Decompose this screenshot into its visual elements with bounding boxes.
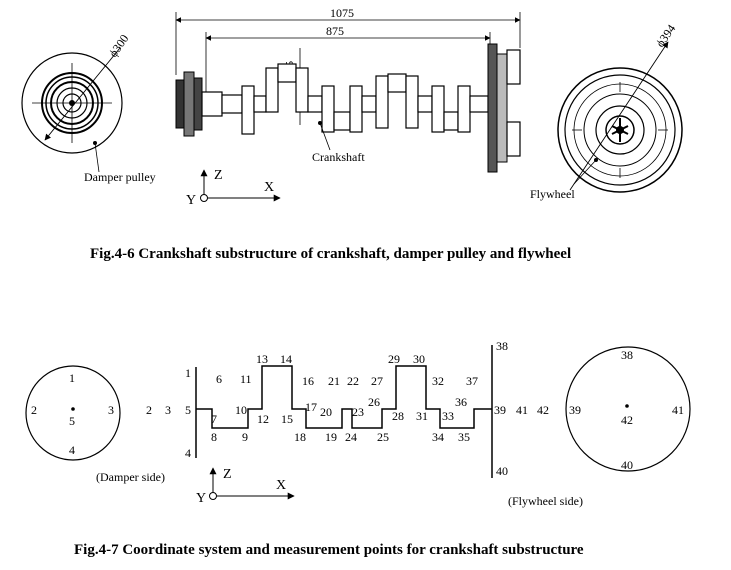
crank-point-9: 9 (242, 430, 248, 444)
crank-point-20: 20 (320, 405, 332, 419)
damper-diameter-label: ϕ300 (106, 32, 131, 60)
crank-point-14: 14 (280, 352, 292, 366)
damper-pulley-label: Damper pulley (84, 170, 156, 184)
crank-point-35: 35 (458, 430, 470, 444)
crank-point-29: 29 (388, 352, 400, 366)
flywheel-point-40: 40 (621, 458, 633, 472)
crank-point-22: 22 (347, 374, 359, 388)
fig7-axis-z: Z (223, 467, 232, 482)
fig7-flywheel-side-view: 38 39 40 41 42 (Flywheel side) (508, 346, 691, 508)
right-point-41: 41 (516, 403, 528, 417)
crank-point-8: 8 (211, 430, 217, 444)
damper-side-label: (Damper side) (96, 470, 165, 484)
crank-point-32: 32 (432, 374, 444, 388)
left-point-5: 5 (185, 403, 191, 417)
crank-point-36: 36 (455, 395, 467, 409)
crank-point-37: 37 (466, 374, 478, 388)
flywheel-point-42: 42 (621, 413, 633, 427)
flywheel-point-39: 39 (569, 403, 581, 417)
right-point-39: 39 (494, 403, 506, 417)
crank-point-16: 16 (302, 374, 314, 388)
crank-point-28: 28 (392, 409, 404, 423)
dimension-inner-label: 875 (326, 24, 344, 38)
fig6-caption: Fig.4-6 Crankshaft substructure of crank… (90, 246, 571, 262)
fig7-axis-y: Y (196, 491, 206, 506)
right-point-42: 42 (537, 403, 549, 417)
fig6-flywheel-view: ϕ394 Flywheel (530, 22, 683, 201)
crank-profile (196, 365, 492, 429)
fig6-crankshaft-side-view: 1075 875 65 Crankshaft (175, 6, 521, 208)
crank-point-17: 17 (305, 400, 317, 414)
crank-point-10: 10 (235, 403, 247, 417)
left-point-3: 3 (165, 403, 171, 417)
fig6-axis-z: Z (214, 168, 223, 183)
flange-point-4: 4 (185, 446, 191, 460)
fig7-caption: Fig.4-7 Coordinate system and measuremen… (74, 542, 584, 558)
fig6-axis-y: Y (186, 193, 196, 208)
damper-point-2: 2 (31, 403, 37, 417)
flywheel-flange-point-40: 40 (496, 464, 508, 478)
damper-point-3: 3 (108, 403, 114, 417)
damper-point-4: 4 (69, 443, 75, 457)
flywheel-label: Flywheel (530, 187, 575, 201)
crank-point-19: 19 (325, 430, 337, 444)
crank-point-23: 23 (352, 405, 364, 419)
crank-point-27: 27 (371, 374, 383, 388)
crank-point-7: 7 (211, 412, 217, 426)
crank-point-13: 13 (256, 352, 268, 366)
fig6-damper-pulley-view: ϕ300 Damper pulley (21, 32, 156, 184)
crank-point-34: 34 (432, 430, 444, 444)
damper-point-1: 1 (69, 371, 75, 385)
crank-point-6: 6 (216, 372, 222, 386)
crank-point-31: 31 (416, 409, 428, 423)
left-point-2: 2 (146, 403, 152, 417)
crank-point-18: 18 (294, 430, 306, 444)
crank-point-24: 24 (345, 430, 357, 444)
crank-point-11: 11 (240, 372, 252, 386)
crankshaft-label: Crankshaft (312, 150, 365, 164)
crank-point-12: 12 (257, 412, 269, 426)
fig6-axis-x: X (264, 180, 274, 195)
damper-point-5: 5 (69, 414, 75, 428)
fig7-damper-side-view: 1 2 3 4 5 (Damper side) (25, 365, 165, 484)
crank-point-15: 15 (281, 412, 293, 426)
flywheel-point-41: 41 (672, 403, 684, 417)
flywheel-flange-point-38: 38 (496, 339, 508, 353)
crank-point-30: 30 (413, 352, 425, 366)
crank-point-21: 21 (328, 374, 340, 388)
flange-point-1: 1 (185, 366, 191, 380)
crank-point-26: 26 (368, 395, 380, 409)
crank-point-33: 33 (442, 409, 454, 423)
flywheel-side-label: (Flywheel side) (508, 494, 583, 508)
dimension-overall-label: 1075 (330, 6, 354, 20)
flywheel-diameter-label: ϕ394 (653, 22, 678, 50)
fig7-axis-x: X (276, 478, 286, 493)
crank-point-25: 25 (377, 430, 389, 444)
fig7-crank-model: 2 3 5 1 4 38 40 39 41 42 6 7 8 9 10 11 1… (146, 339, 549, 506)
flywheel-point-38: 38 (621, 348, 633, 362)
